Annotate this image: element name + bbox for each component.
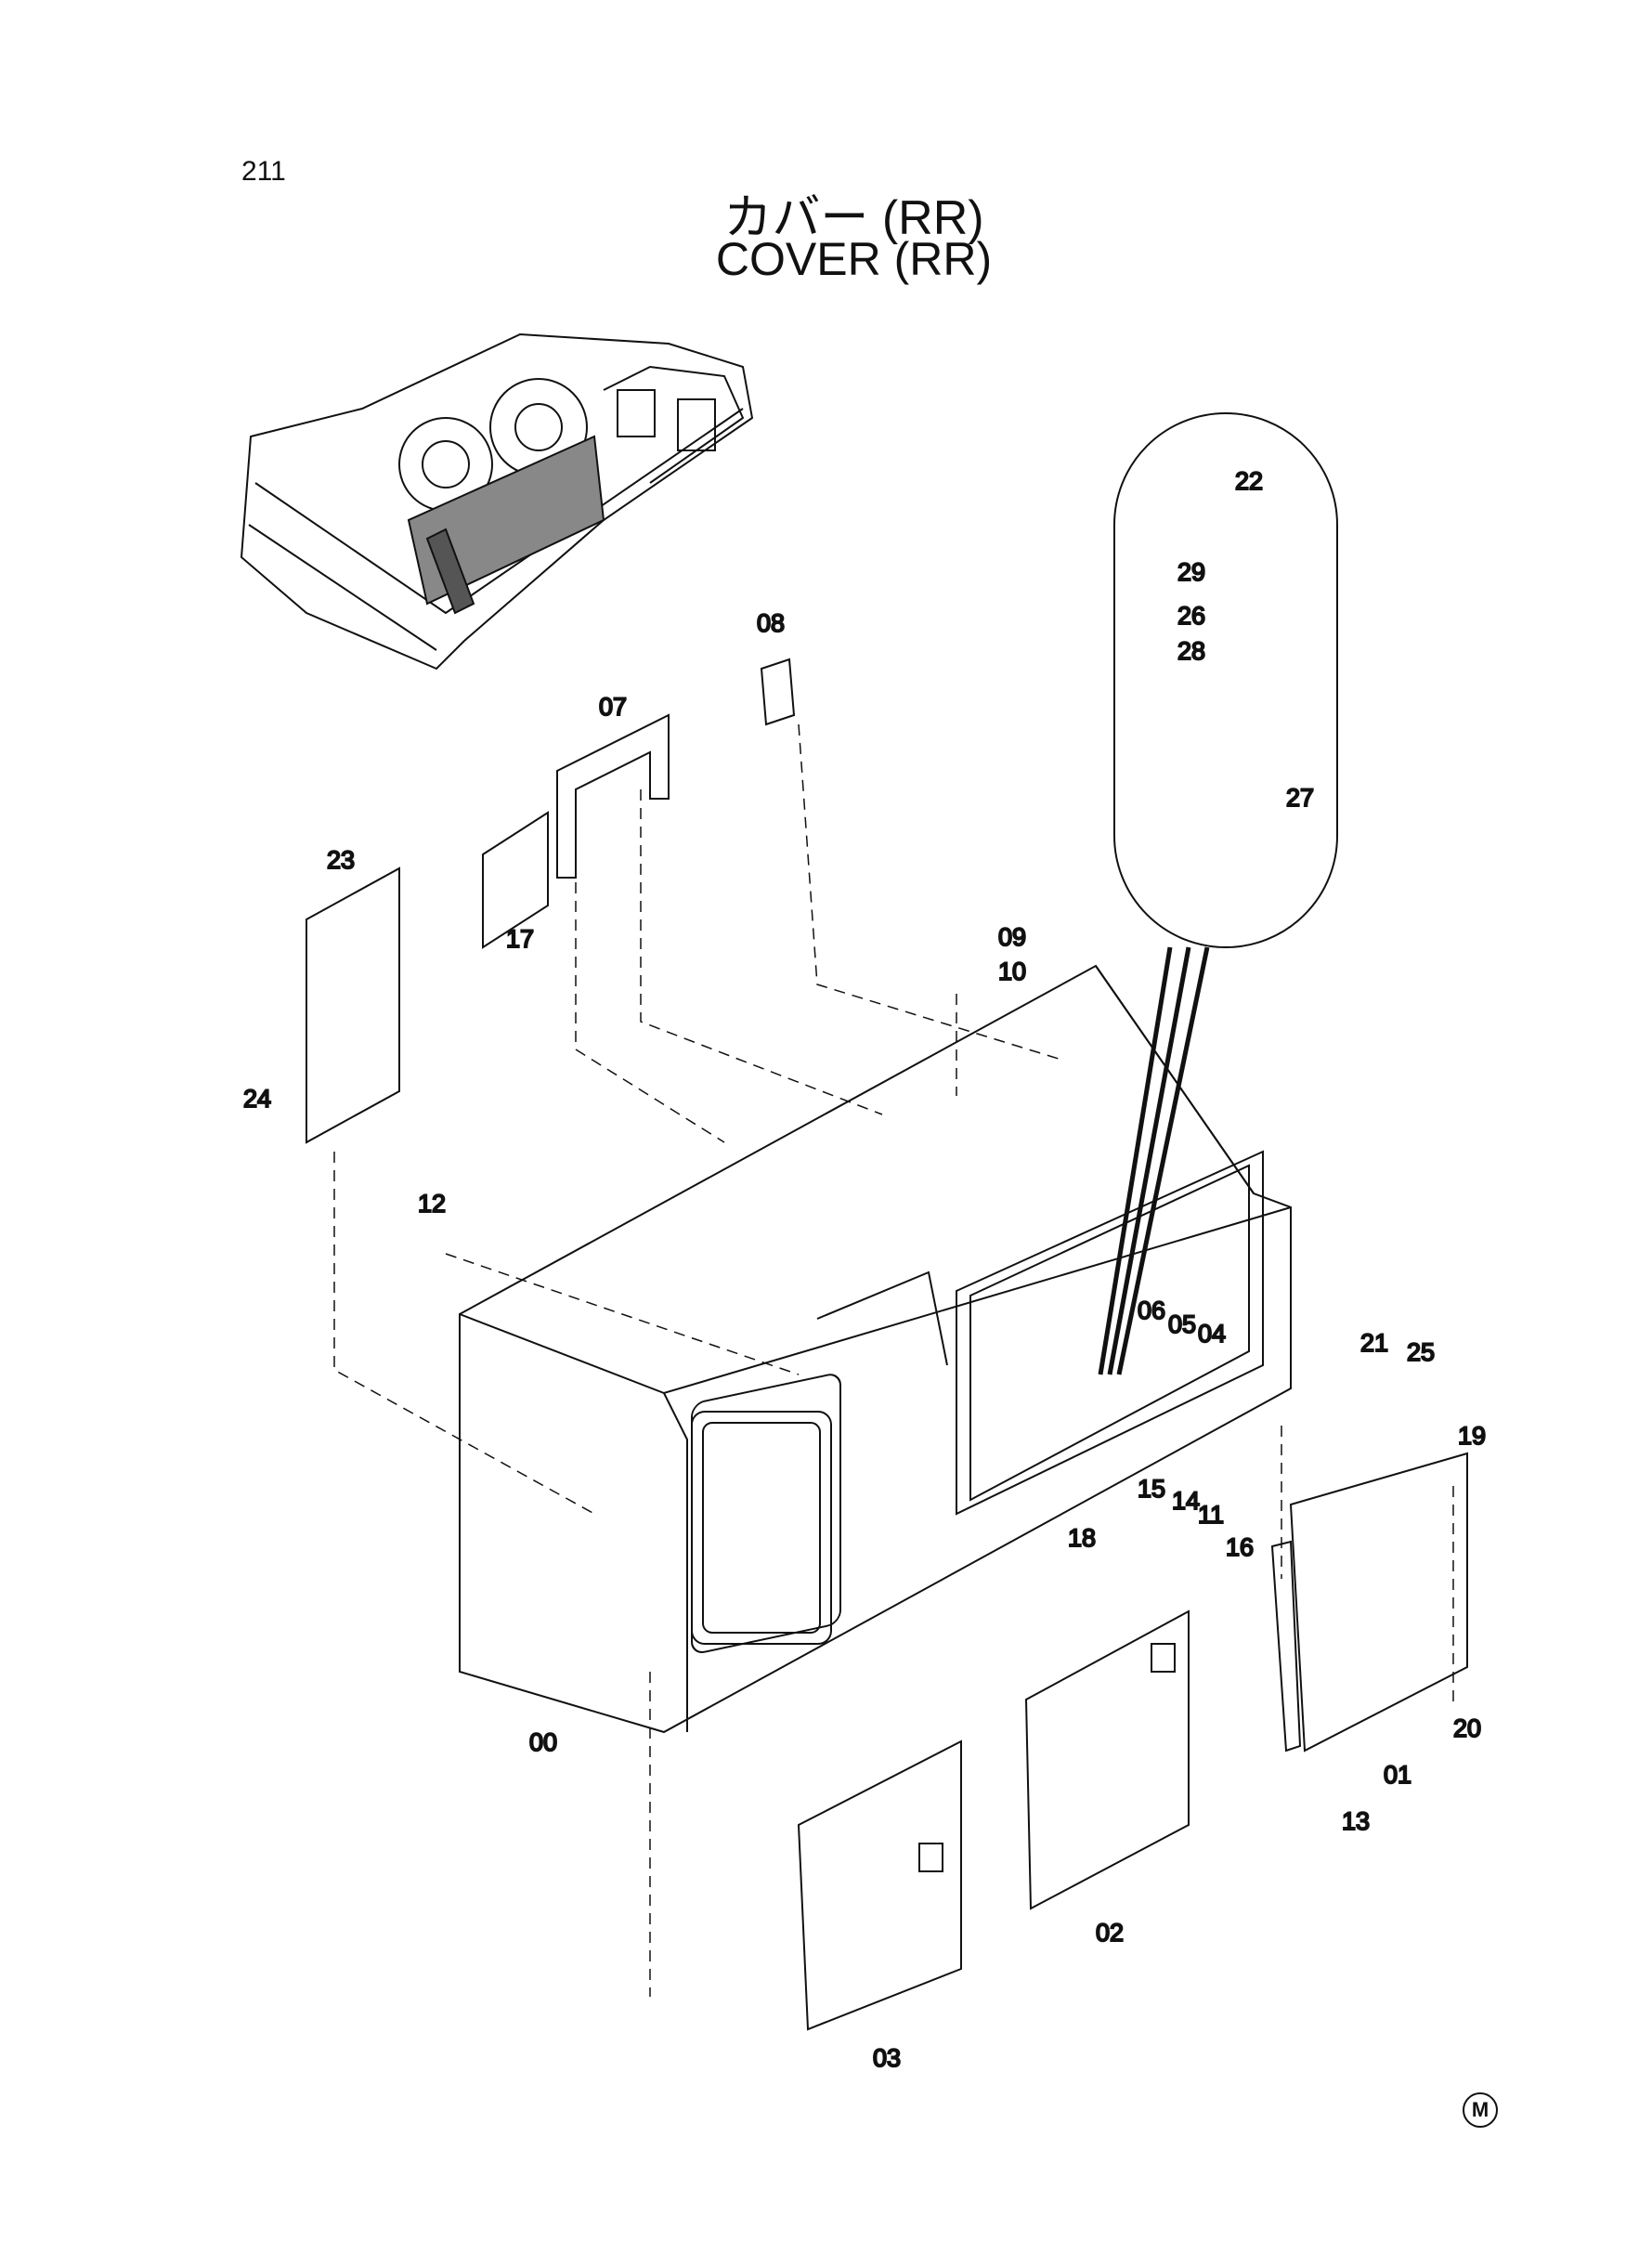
- callout-07: 07: [599, 693, 627, 721]
- loose-plates: [306, 658, 796, 1144]
- hinge-detail-inset: [1098, 412, 1338, 1375]
- callout-21: 21: [1360, 1329, 1388, 1357]
- corner-mark: M: [1463, 2092, 1498, 2128]
- callout-24: 24: [243, 1085, 271, 1113]
- title-english: COVER (RR): [715, 233, 993, 285]
- callout-25: 25: [1407, 1338, 1435, 1366]
- callout-20: 20: [1453, 1714, 1481, 1742]
- callout-08: 08: [757, 609, 785, 637]
- callout-00: 00: [529, 1728, 557, 1756]
- callout-27: 27: [1286, 784, 1314, 812]
- callout-28: 28: [1177, 637, 1205, 665]
- callout-09: 09: [998, 923, 1026, 951]
- callout-labels: 00 01 02 03 04 05 06 07 08 09 10 11 12 1…: [242, 466, 1487, 2073]
- callout-12: 12: [418, 1190, 446, 1218]
- callout-26: 26: [1177, 602, 1205, 630]
- machine-overview-illustration: [240, 332, 754, 671]
- callout-17: 17: [506, 925, 534, 953]
- callout-05: 05: [1168, 1310, 1196, 1338]
- leader-lines: [333, 723, 1454, 1997]
- callout-23: 23: [327, 846, 355, 874]
- callout-29: 29: [1177, 558, 1205, 586]
- page-number: 211: [241, 156, 286, 187]
- callout-01: 01: [1384, 1761, 1411, 1789]
- callout-03: 03: [873, 2044, 901, 2072]
- callout-02: 02: [1096, 1919, 1124, 1947]
- callout-14: 14: [1172, 1487, 1200, 1515]
- callout-06: 06: [1138, 1296, 1165, 1324]
- cover-housing: [459, 964, 1292, 1734]
- callout-13: 13: [1342, 1807, 1370, 1835]
- callout-10: 10: [998, 958, 1026, 985]
- callout-15: 15: [1138, 1475, 1165, 1503]
- door-panels: [797, 1452, 1468, 2031]
- callout-16: 16: [1226, 1533, 1254, 1561]
- callout-11: 11: [1198, 1501, 1224, 1529]
- title-japanese: カバー (RR): [723, 191, 984, 245]
- callout-04: 04: [1198, 1320, 1226, 1348]
- callout-18: 18: [1068, 1524, 1096, 1552]
- callout-22: 22: [1235, 467, 1263, 495]
- callout-19: 19: [1458, 1422, 1486, 1450]
